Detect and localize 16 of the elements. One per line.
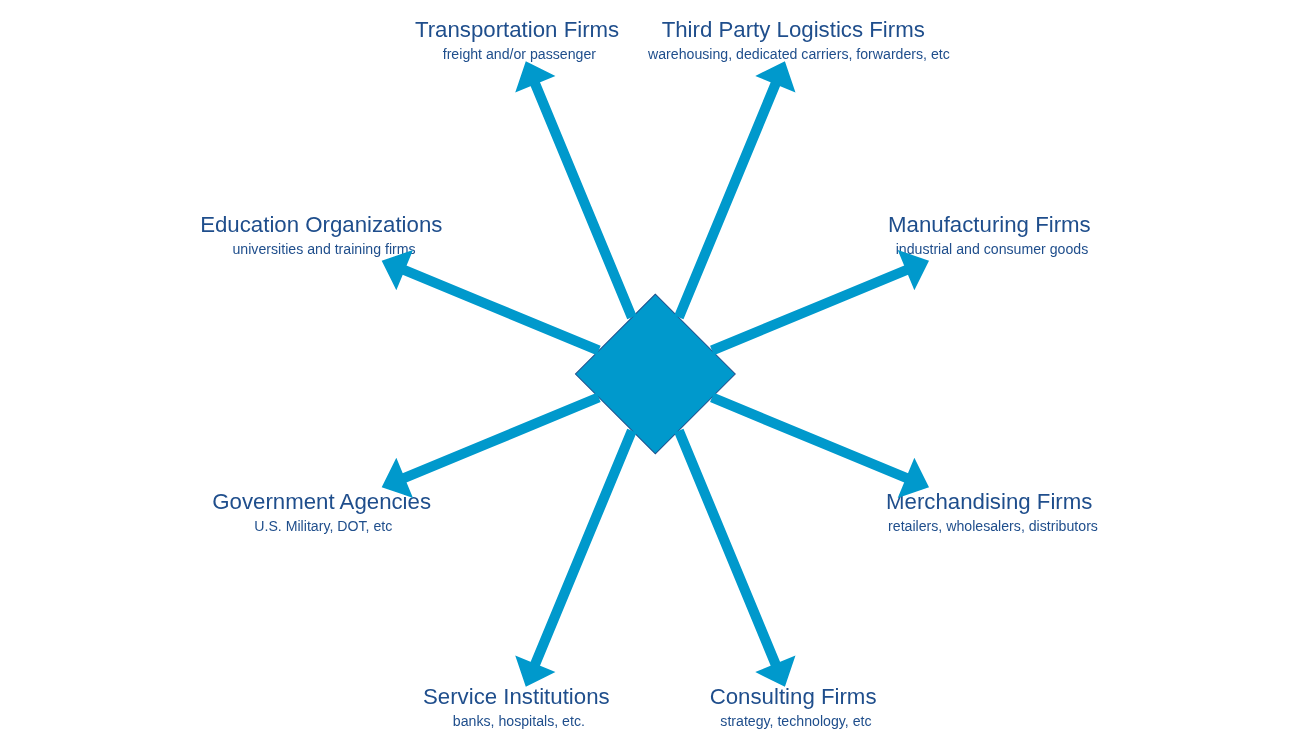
arrow [514,428,637,687]
node-text: Third Party Logistics Firms warehousing, dedicated carriers, forwarders, etc [647,16,950,62]
node-text: Manufacturing Firms industrial and consumer goods [887,212,1091,258]
node-text: Government Agencies U.S. Military, DOT, etc [211,488,431,534]
node-diamond [574,293,736,455]
arrow [673,61,795,320]
node-text: Service Institutions banks, hospitals, etc. [422,684,610,730]
node-text: Merchandising Firms retailers, wholesalers, distributors [885,488,1098,534]
node-text: Consulting Firms strategy, technology, etc [709,684,877,730]
node-text: Transportation Firms freight and/or passenger [414,16,619,62]
arrow [673,428,795,687]
arrow [709,250,929,356]
arrow [381,392,601,498]
arrow [709,392,929,498]
arrow [514,61,637,320]
arrow [381,250,601,356]
